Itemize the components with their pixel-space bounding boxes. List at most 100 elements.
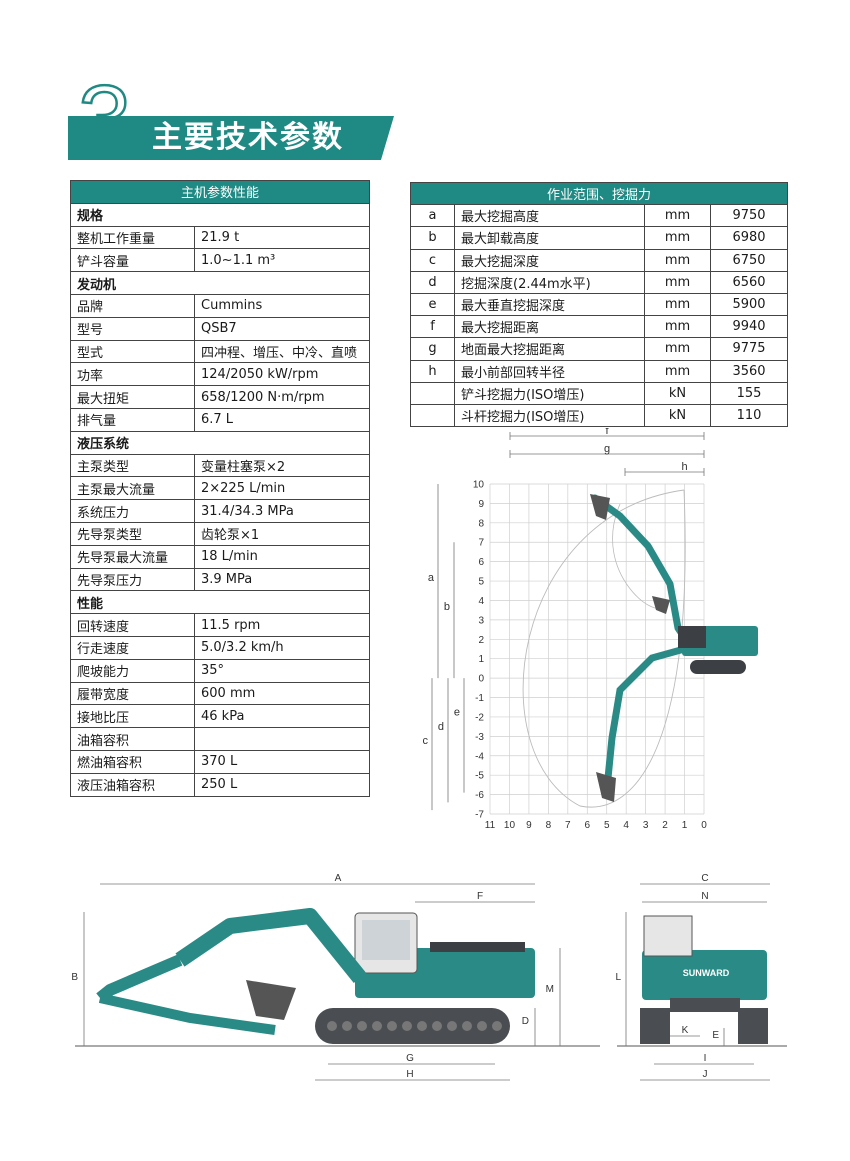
spec-key: 型号	[70, 316, 195, 341]
work-row: g 地面最大挖掘距离 mm 9775	[410, 337, 788, 361]
arm-lower-side	[98, 993, 276, 1035]
spec-value: 1.0~1.1 m³	[194, 248, 370, 273]
spec-key: 履带宽度	[70, 681, 195, 706]
dim-label-M: M	[546, 984, 554, 995]
upper-body-front	[642, 950, 767, 1000]
dim-label-G: G	[406, 1053, 414, 1064]
work-letter: a	[410, 204, 455, 228]
dim-label-g: g	[604, 443, 610, 455]
work-unit: mm	[644, 226, 711, 250]
section-number-3: 3	[77, 70, 133, 162]
work-table-header: 作业范围、挖掘力	[410, 181, 788, 206]
work-row: 铲斗挖掘力(ISO增压) kN 155	[410, 381, 788, 405]
spec-key: 先导泵压力	[70, 567, 195, 592]
y-tick-label: -1	[475, 693, 484, 704]
spec-section-name: 性能	[70, 590, 370, 615]
spec-key: 整机工作重量	[70, 225, 195, 250]
dim-label-f: f	[605, 428, 609, 437]
dim-label-E: E	[712, 1030, 719, 1041]
work-letter: g	[410, 337, 455, 361]
work-value: 9750	[710, 204, 788, 228]
dim-label-C: C	[701, 873, 708, 884]
spec-value: 18 L/min	[194, 544, 370, 569]
spec-key: 油箱容积	[70, 727, 195, 751]
bucket-side	[246, 980, 296, 1020]
dim-label-N: N	[701, 891, 708, 902]
spec-value: 变量柱塞泵×2	[194, 453, 370, 478]
work-letter: e	[410, 292, 455, 317]
track-roller	[492, 1021, 502, 1031]
work-unit: mm	[644, 359, 711, 383]
spec-key: 回转速度	[70, 613, 195, 637]
dim-label-A: A	[335, 873, 342, 884]
cab-window	[362, 920, 410, 960]
work-row: c 最大挖掘深度 mm 6750	[410, 248, 788, 272]
track-roller	[432, 1021, 442, 1031]
y-tick-label: -2	[475, 712, 484, 723]
track-roller	[417, 1021, 427, 1031]
spec-value: 21.9 t	[194, 225, 370, 250]
work-value: 155	[710, 381, 788, 405]
y-tick-label: 3	[478, 615, 484, 626]
work-name: 地面最大挖掘距离	[454, 337, 645, 361]
working-range-table: 作业范围、挖掘力 a 最大挖掘高度 mm 9750 b 最大卸载高度 mm 69…	[410, 181, 788, 428]
track-roller	[357, 1021, 367, 1031]
x-tick-label: 2	[662, 820, 668, 830]
boom-side	[175, 908, 367, 984]
x-tick-label: 9	[526, 820, 532, 830]
dim-label-L: L	[615, 972, 621, 983]
spec-section-row: 规格	[70, 202, 370, 227]
work-letter: f	[410, 315, 455, 339]
dim-label-H: H	[406, 1069, 413, 1080]
carbody	[670, 998, 740, 1012]
y-tick-label: -6	[475, 790, 484, 801]
y-tick-label: -5	[475, 771, 484, 782]
spec-key: 最大扭矩	[70, 385, 195, 409]
y-tick-label: 2	[478, 635, 484, 646]
arm-side	[96, 954, 183, 1003]
arm-lower	[604, 644, 692, 782]
x-tick-label: 6	[584, 820, 590, 830]
y-tick-label: 5	[478, 577, 484, 588]
work-name: 最大垂直挖掘深度	[454, 292, 645, 317]
work-name: 最小前部回转半径	[454, 359, 645, 383]
track-right	[738, 1008, 768, 1044]
spec-key: 铲斗容量	[70, 248, 195, 273]
spec-key: 先导泵最大流量	[70, 544, 195, 569]
spec-value: 46 kPa	[194, 704, 370, 729]
spec-value: 5.0/3.2 km/h	[194, 635, 370, 660]
section-number-text: 3	[78, 70, 131, 162]
work-unit: mm	[644, 204, 711, 228]
spec-key: 品牌	[70, 293, 195, 318]
work-letter	[410, 403, 455, 428]
work-value: 9775	[710, 337, 788, 361]
x-tick-label: 11	[485, 820, 496, 830]
work-value: 9940	[710, 315, 788, 339]
work-row: f 最大挖掘距离 mm 9940	[410, 315, 788, 339]
bucket-lower	[596, 772, 616, 802]
x-tick-label: 0	[701, 820, 707, 830]
spec-value: Cummins	[194, 293, 370, 318]
work-value: 110	[710, 403, 788, 428]
dim-label-a: a	[428, 572, 435, 584]
spec-key: 液压油箱容积	[70, 772, 195, 797]
work-row: d 挖掘深度(2.44m水平) mm 6560	[410, 270, 788, 294]
spec-value: 370 L	[194, 749, 370, 774]
work-name: 最大挖掘高度	[454, 204, 645, 228]
track-roller	[387, 1021, 397, 1031]
dim-label-d: d	[438, 721, 444, 733]
spec-key: 系统压力	[70, 499, 195, 523]
spec-value: 600 mm	[194, 681, 370, 706]
